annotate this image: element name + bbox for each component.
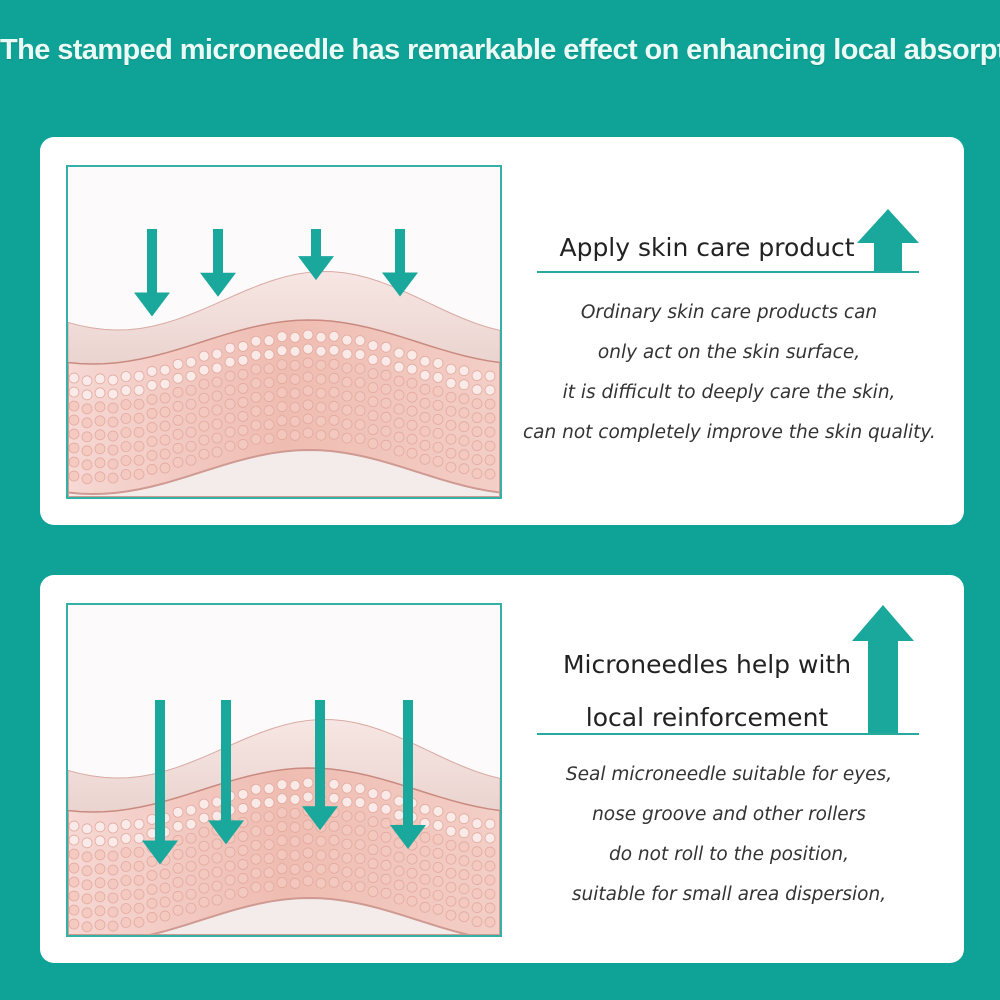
skin-layers-image — [68, 605, 500, 935]
section-description: Ordinary skin care products can only act… — [523, 293, 936, 453]
section-description: Seal microneedle suitable for eyes, nose… — [523, 755, 935, 915]
description-line: only act on the skin surface, — [597, 342, 861, 363]
section-heading: Apply skin care product — [559, 233, 855, 262]
penetration-arrow — [298, 229, 334, 281]
description-line: it is difficult to deeply care the skin, — [562, 382, 896, 403]
penetration-arrow — [208, 700, 244, 845]
penetration-arrow — [390, 700, 426, 849]
description-line: can not completely improve the skin qual… — [523, 422, 936, 443]
up-arrow-icon — [852, 605, 914, 733]
info-card-microneedle: Microneedles help with local reinforceme… — [40, 575, 964, 963]
skin-illustration — [66, 603, 502, 937]
description-line: Ordinary skin care products can — [580, 302, 878, 323]
heading-underline — [537, 733, 919, 735]
skin-layers-image — [68, 167, 500, 497]
description-line: nose groove and other rollers — [592, 804, 866, 825]
section-heading: local reinforcement — [585, 703, 829, 732]
info-card-surface: Apply skin care product Ordinary skin ca… — [40, 137, 964, 525]
up-arrow-icon — [857, 209, 919, 271]
penetration-arrow — [302, 700, 338, 831]
penetration-arrow — [200, 229, 236, 297]
heading-underline — [537, 271, 919, 273]
penetration-arrow — [142, 700, 178, 865]
penetration-arrow — [382, 229, 418, 297]
headline: The stamped microneedle has remarkable e… — [0, 34, 1000, 66]
description-line: do not roll to the position, — [608, 844, 850, 865]
section-heading: Microneedles help with — [562, 650, 852, 679]
penetration-arrow — [134, 229, 170, 317]
description-line: Seal microneedle suitable for eyes, — [565, 764, 893, 785]
skin-illustration — [66, 165, 502, 499]
description-line: suitable for small area dispersion, — [571, 884, 887, 905]
